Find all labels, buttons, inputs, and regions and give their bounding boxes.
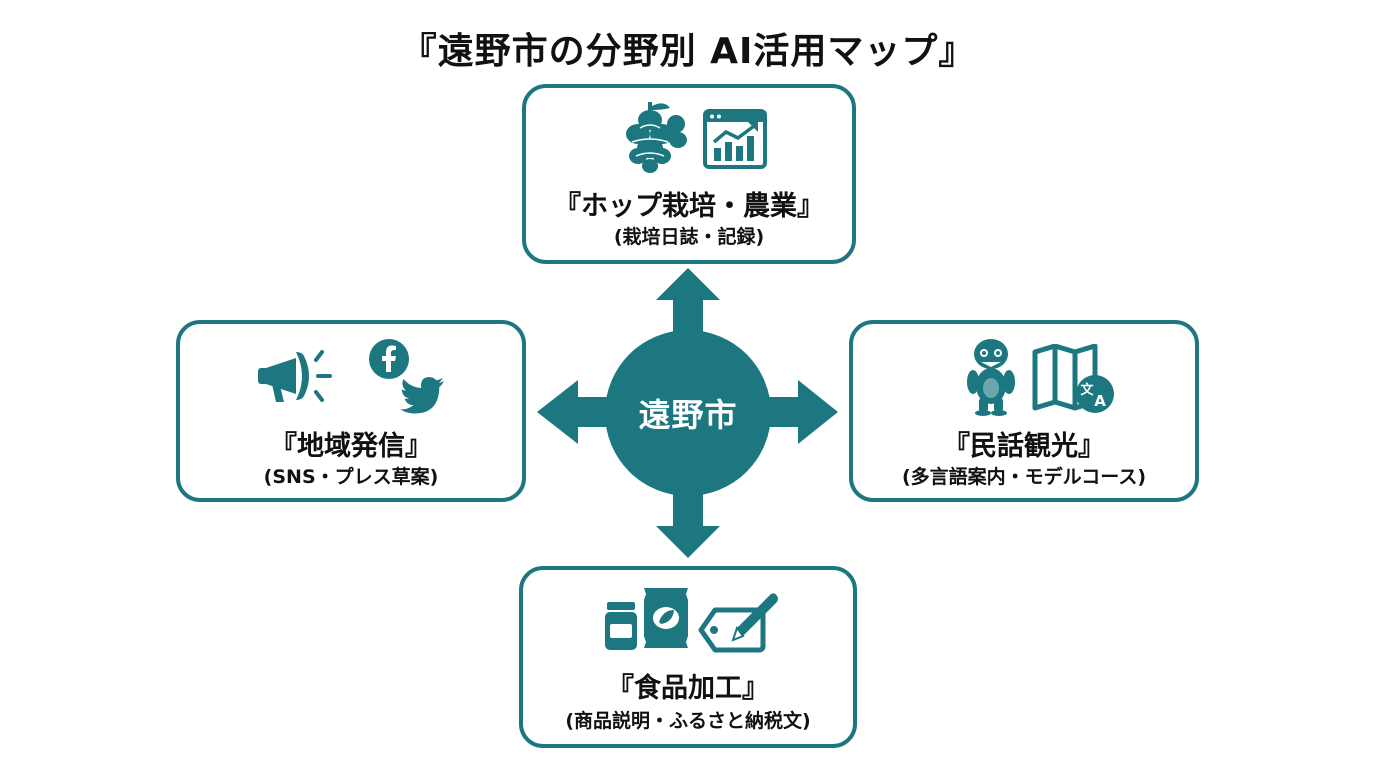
arrow-down — [656, 488, 720, 558]
node-title: 『民話観光』 — [943, 431, 1105, 462]
price-tag-pen-icon — [698, 593, 778, 653]
arrow-right — [756, 380, 838, 444]
node-regional-outreach: 『地域発信』 (SNS・プレス草案) — [176, 320, 526, 502]
node-food-processing: 『食品加工』 (商品説明・ふるさと納税文) — [519, 566, 857, 748]
node-folklore-tourism: 文 A 『民話観光』 (多言語案内・モデルコース) — [849, 320, 1199, 502]
node-title: 『ホップ栽培・農業』 — [554, 191, 824, 222]
node-subtitle: (商品説明・ふるさと納税文) — [565, 710, 811, 732]
page-title: 『遠野市の分野別 AI活用マップ』 — [400, 31, 976, 72]
svg-text:A: A — [1094, 392, 1106, 410]
jar-icon — [605, 602, 637, 650]
arrow-up — [656, 268, 720, 340]
svg-text:文: 文 — [1080, 382, 1094, 398]
twitter-bird-icon — [400, 377, 444, 414]
package-icon — [644, 588, 688, 648]
hop-icon — [626, 102, 687, 173]
node-subtitle: (栽培日誌・記録) — [613, 226, 765, 248]
megaphone-icon — [258, 350, 332, 402]
map-translate-icon: 文 A — [1032, 344, 1114, 413]
facebook-icon — [369, 339, 409, 379]
hub-label: 遠野市 — [638, 396, 738, 434]
hub-circle: 遠野市 — [605, 330, 771, 496]
node-title: 『食品加工』 — [607, 673, 769, 704]
arrow-left — [537, 380, 620, 444]
node-subtitle: (多言語案内・モデルコース) — [901, 466, 1147, 488]
growth-chart-icon — [703, 109, 767, 169]
node-hop-agriculture: 『ホップ栽培・農業』 (栽培日誌・記録) — [522, 84, 856, 264]
node-title: 『地域発信』 — [270, 431, 432, 462]
kappa-icon — [967, 339, 1015, 416]
node-subtitle: (SNS・プレス草案) — [263, 466, 439, 488]
